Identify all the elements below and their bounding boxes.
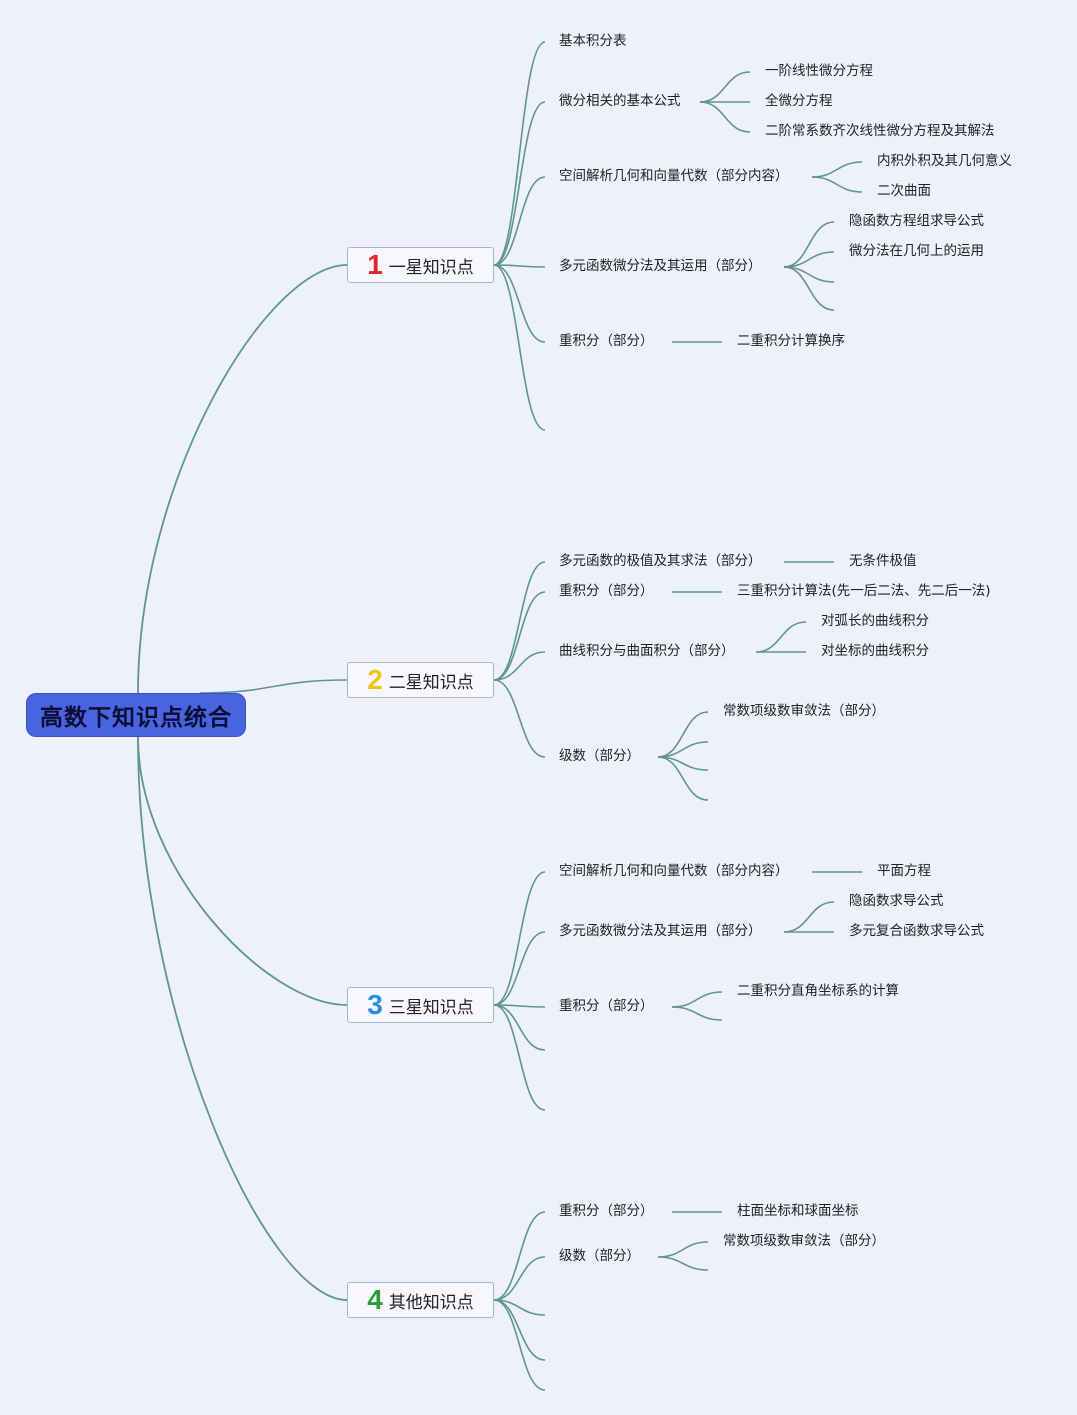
branch-3-to-topic-5 [493,1004,546,1111]
trunk-to-branch-3 [137,736,348,1006]
sub-3-2-1[interactable]: 隐函数求导公式 [849,893,944,909]
sub-2-4-1[interactable]: 常数项级数审敛法（部分） [723,703,885,719]
sub-3-2-2[interactable]: 多元复合函数求导公式 [849,923,984,939]
sub-3-3-1[interactable]: 二重积分直角坐标系的计算 [737,983,899,999]
branch-1-to-topic-4 [493,264,546,268]
branch-2-to-topic-2 [493,591,546,681]
branch-3-to-topic-1 [493,871,546,1006]
sub-link-3-2-1 [783,901,835,933]
topic-1-2[interactable]: 微分相关的基本公式 [559,93,681,109]
branch-node-3[interactable]: 3 三星知识点 [347,987,494,1023]
sub-link-4-2-1 [657,1241,709,1258]
root-node[interactable]: 高数下知识点统合 [26,693,246,737]
topic-2-1[interactable]: 多元函数的极值及其求法（部分） [559,553,762,569]
sub-link-1-2-3 [699,101,751,133]
sub-1-4-2[interactable]: 微分法在几何上的运用 [849,243,984,259]
sub-4-2-1[interactable]: 常数项级数审敛法（部分） [723,1233,885,1249]
sub-link-2-4-4 [657,756,709,801]
branch-1-to-topic-6 [493,264,546,431]
sub-1-3-2[interactable]: 二次曲面 [877,183,931,199]
branch-4-to-topic-1 [493,1211,546,1301]
sub-link-1-4-4 [783,266,835,311]
sub-2-1-1[interactable]: 无条件极值 [849,553,917,569]
sub-3-1-1[interactable]: 平面方程 [877,863,931,879]
trunk-to-branch-2 [199,679,348,694]
sub-link-3-3-2 [671,1006,723,1021]
branch-number-1: 1 [367,249,383,280]
sub-link-3-3-1 [671,991,723,1008]
topic-3-3[interactable]: 重积分（部分） [559,998,654,1014]
branch-label-3: 三星知识点 [388,997,474,1018]
branch-node-1[interactable]: 1 一星知识点 [347,247,494,283]
branch-1-to-topic-2 [493,101,546,266]
root-label: 高数下知识点统合 [40,705,232,731]
branch-1-to-topic-1 [493,41,546,266]
branch-label-1: 一星知识点 [388,257,474,278]
branch-2-to-topic-4 [493,679,546,758]
sub-link-1-3-1 [811,161,863,178]
trunk-to-branch-1 [137,264,348,694]
sub-1-2-1[interactable]: 一阶线性微分方程 [765,63,873,79]
topic-1-3[interactable]: 空间解析几何和向量代数（部分内容） [559,168,789,184]
sub-2-3-1[interactable]: 对弧长的曲线积分 [821,613,929,629]
branch-3-to-topic-4 [493,1004,546,1051]
sub-1-5-1[interactable]: 二重积分计算换序 [737,333,845,349]
topic-3-2[interactable]: 多元函数微分法及其运用（部分） [559,923,762,939]
branch-number-4: 4 [367,1284,383,1315]
branch-number-2: 2 [367,664,383,695]
trunk-to-branch-4 [137,736,348,1301]
branch-2-to-topic-1 [493,561,546,681]
topic-1-5[interactable]: 重积分（部分） [559,333,654,349]
topic-1-1[interactable]: 基本积分表 [559,33,627,49]
sub-1-4-1[interactable]: 隐函数方程组求导公式 [849,213,984,229]
branch-1-to-topic-5 [493,264,546,343]
sub-link-2-3-1 [755,621,807,653]
topic-1-4[interactable]: 多元函数微分法及其运用（部分） [559,258,762,274]
sub-1-3-1[interactable]: 内积外积及其几何意义 [877,153,1012,169]
topic-4-2[interactable]: 级数（部分） [559,1248,640,1264]
branch-4-to-topic-4 [493,1299,546,1361]
topic-2-3[interactable]: 曲线积分与曲面积分（部分） [559,643,735,659]
sub-link-2-4-1 [657,711,709,758]
branch-4-to-topic-2 [493,1256,546,1301]
sub-2-2-1[interactable]: 三重积分计算法(先一后二法、先二后一法) [737,583,991,599]
topic-3-1[interactable]: 空间解析几何和向量代数（部分内容） [559,863,789,879]
sub-1-2-2[interactable]: 全微分方程 [765,93,833,109]
branch-node-2[interactable]: 2 二星知识点 [347,662,494,698]
branch-4-to-topic-5 [493,1299,546,1391]
sub-1-2-3[interactable]: 二阶常系数齐次线性微分方程及其解法 [765,123,995,139]
branch-2-to-topic-3 [493,651,546,681]
sub-link-1-4-1 [783,221,835,268]
topic-2-2[interactable]: 重积分（部分） [559,583,654,599]
sub-4-1-1[interactable]: 柱面坐标和球面坐标 [737,1203,859,1219]
branch-node-4[interactable]: 4 其他知识点 [347,1282,494,1318]
topic-4-1[interactable]: 重积分（部分） [559,1203,654,1219]
branch-1-to-topic-3 [493,176,546,266]
branch-number-3: 3 [367,989,383,1020]
branch-label-2: 二星知识点 [388,672,474,693]
branch-3-to-topic-2 [493,931,546,1006]
topic-2-4[interactable]: 级数（部分） [559,748,640,764]
sub-link-1-2-1 [699,71,751,103]
sub-link-4-2-2 [657,1256,709,1271]
branch-label-4: 其他知识点 [388,1292,474,1313]
branch-4-to-topic-3 [493,1299,546,1316]
sub-2-3-2[interactable]: 对坐标的曲线积分 [821,643,929,659]
sub-link-1-3-2 [811,176,863,193]
